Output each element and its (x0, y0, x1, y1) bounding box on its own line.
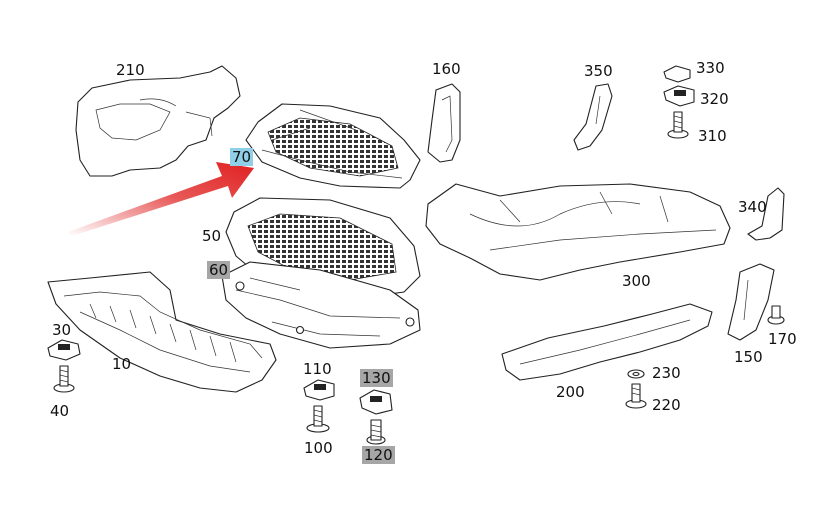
part-60-undertray-frame (221, 261, 421, 349)
label-230: 230 (652, 364, 681, 382)
part-120-bolt (366, 419, 386, 445)
label-320: 320 (700, 90, 729, 108)
label-50: 50 (202, 227, 222, 245)
label-210: 210 (116, 61, 145, 79)
part-330-clip (663, 65, 691, 83)
part-300-underbody-panel (425, 183, 731, 281)
part-230-washer (627, 369, 645, 379)
label-70: 70 (230, 148, 254, 166)
part-320-clip (663, 85, 695, 107)
label-170: 170 (768, 330, 797, 348)
part-150-bracket (727, 263, 775, 341)
part-40-screw (53, 365, 75, 393)
part-70-undertray-upper (245, 103, 421, 189)
label-160: 160 (432, 60, 461, 78)
label-60: 60 (207, 261, 231, 279)
part-30-clip (47, 339, 81, 361)
label-40: 40 (50, 402, 70, 420)
red-pointer-arrow (68, 162, 254, 236)
label-10: 10 (112, 355, 132, 373)
part-100-screw (306, 405, 330, 433)
label-330: 330 (696, 59, 725, 77)
label-220: 220 (652, 396, 681, 414)
label-310: 310 (698, 127, 727, 145)
label-340: 340 (738, 198, 767, 216)
label-150: 150 (734, 348, 763, 366)
part-210-wheel-arch-liner (75, 65, 241, 177)
label-300: 300 (622, 272, 651, 290)
label-110: 110 (303, 360, 332, 378)
part-160-bracket (427, 83, 461, 163)
part-350-strut (573, 83, 613, 151)
label-100: 100 (304, 439, 333, 457)
part-220-screw (625, 383, 647, 409)
part-200-side-panel (501, 303, 713, 381)
part-10-front-undertray (47, 271, 277, 393)
part-110-clip (303, 379, 335, 401)
part-130-clip (359, 389, 393, 415)
label-350: 350 (584, 62, 613, 80)
label-30: 30 (52, 321, 72, 339)
label-200: 200 (556, 383, 585, 401)
part-340-bracket (747, 187, 785, 241)
part-170-clip (767, 305, 785, 325)
label-120: 120 (362, 446, 395, 464)
label-130: 130 (360, 369, 393, 387)
part-310-screw (667, 111, 689, 139)
